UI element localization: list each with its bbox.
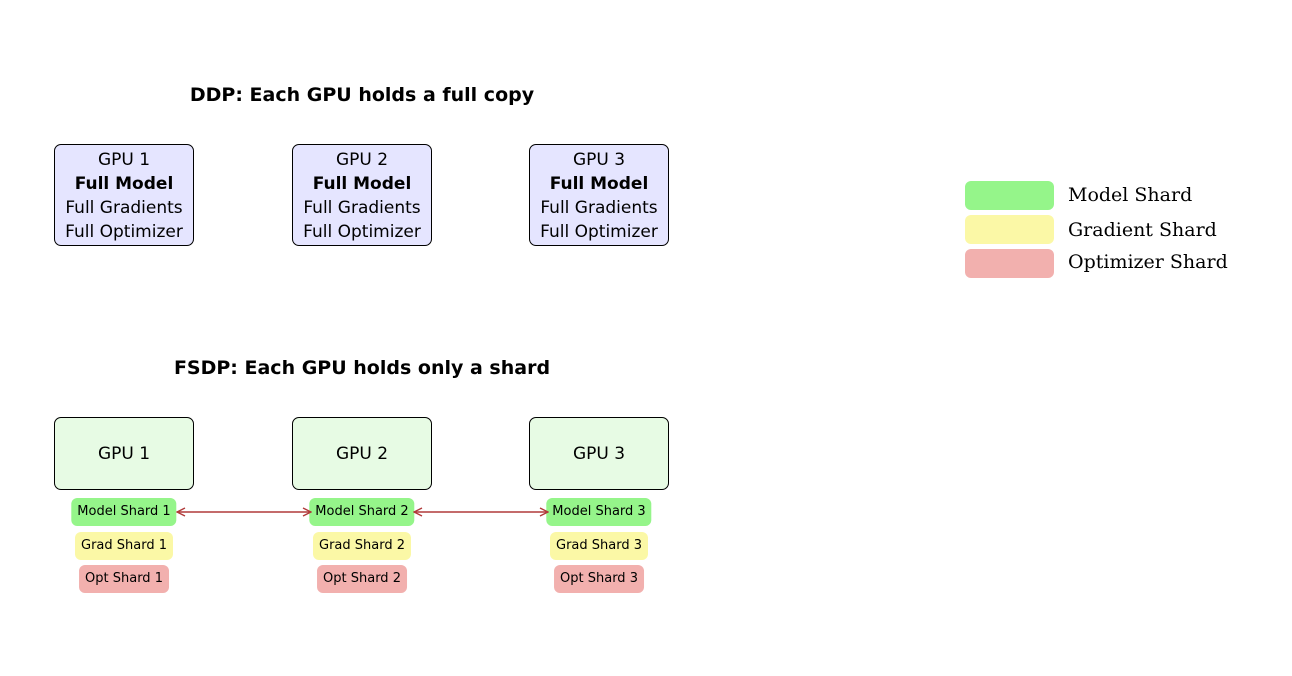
gpu-name: GPU 3 [572, 150, 626, 170]
grad-shard-3: Grad Shard 3 [550, 532, 648, 560]
gpu-name: GPU 1 [97, 150, 151, 170]
full-optimizer-label: Full Optimizer [303, 222, 421, 242]
legend-swatch-gradient [965, 215, 1054, 244]
fsdp-gpu-3-box: GPU 3 [529, 417, 669, 490]
ddp-title: DDP: Each GPU holds a full copy [189, 84, 535, 106]
ddp-gpu-2-box: GPU 2 Full Model Full Gradients Full Opt… [292, 144, 432, 246]
legend-swatch-model [965, 181, 1054, 210]
gpu-name: GPU 3 [572, 443, 626, 464]
full-model-label: Full Model [74, 174, 174, 194]
opt-shard-1: Opt Shard 1 [79, 565, 169, 593]
fsdp-gpu-1-box: GPU 1 [54, 417, 194, 490]
gpu-name: GPU 2 [335, 150, 389, 170]
model-shard-3: Model Shard 3 [546, 498, 652, 526]
fsdp-gpu-2-box: GPU 2 [292, 417, 432, 490]
full-model-label: Full Model [549, 174, 649, 194]
opt-shard-2: Opt Shard 2 [317, 565, 407, 593]
full-gradients-label: Full Gradients [303, 198, 421, 218]
full-optimizer-label: Full Optimizer [65, 222, 183, 242]
legend-label-model: Model Shard [1068, 184, 1193, 206]
ddp-gpu-3-box: GPU 3 Full Model Full Gradients Full Opt… [529, 144, 669, 246]
gpu-name: GPU 2 [335, 443, 389, 464]
legend-swatch-optimizer [965, 249, 1054, 278]
fsdp-title: FSDP: Each GPU holds only a shard [173, 357, 551, 379]
model-shard-2: Model Shard 2 [309, 498, 415, 526]
ddp-gpu-1-box: GPU 1 Full Model Full Gradients Full Opt… [54, 144, 194, 246]
full-model-label: Full Model [312, 174, 412, 194]
model-shard-1: Model Shard 1 [71, 498, 177, 526]
legend-label-optimizer: Optimizer Shard [1068, 251, 1228, 273]
opt-shard-3: Opt Shard 3 [554, 565, 644, 593]
legend-label-gradient: Gradient Shard [1068, 219, 1217, 241]
grad-shard-1: Grad Shard 1 [75, 532, 173, 560]
full-optimizer-label: Full Optimizer [540, 222, 658, 242]
gpu-name: GPU 1 [97, 443, 151, 464]
grad-shard-2: Grad Shard 2 [313, 532, 411, 560]
full-gradients-label: Full Gradients [540, 198, 658, 218]
full-gradients-label: Full Gradients [65, 198, 183, 218]
